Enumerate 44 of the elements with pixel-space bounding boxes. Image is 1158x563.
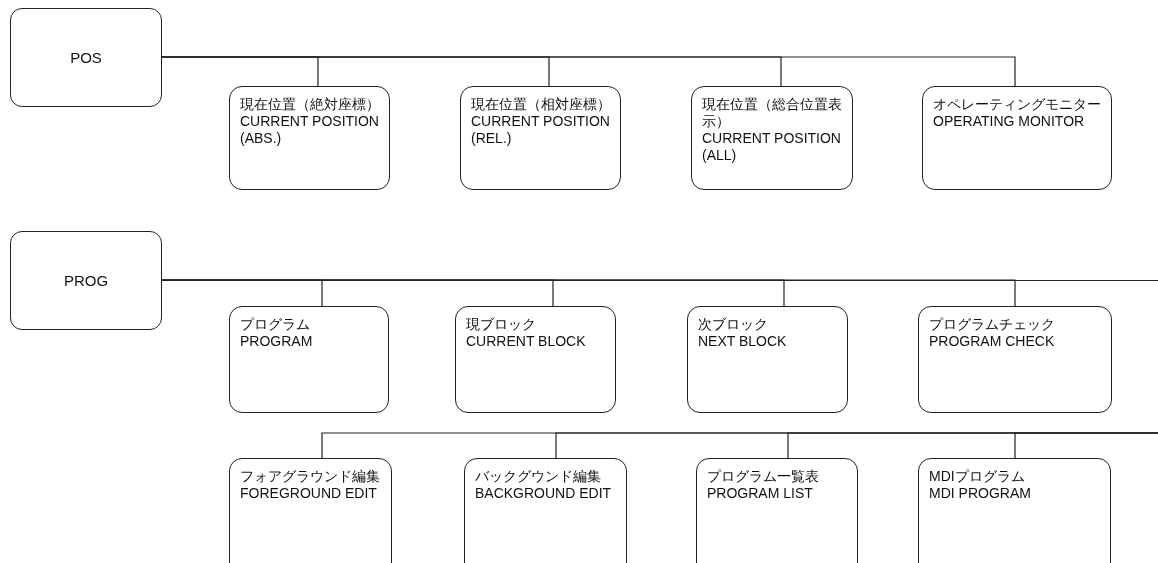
screen-label: BACKGROUND EDIT [475,485,613,502]
screen-label: PROGRAM LIST [707,485,814,502]
screen-label: プログラムチェック [929,316,1056,333]
connector-line [161,56,1016,87]
screen-label: MDI PROGRAM [929,485,1032,502]
screen-label: プログラム [240,316,311,333]
screen-box [229,458,392,563]
function-key-box [10,8,162,107]
screen-label: FOREGROUND EDIT [240,485,378,502]
screen-box [918,458,1111,563]
key-label: PROG [63,272,109,289]
screen-label: 現ブロック [466,316,537,333]
screen-label: 次ブロック [698,316,769,333]
screen-box [464,458,627,563]
screen-label: 現在位置（絶対座標） [240,96,381,113]
screen-box [229,306,389,413]
screen-label: フォアグラウンド編集 [240,468,381,485]
key-label: POS [70,49,102,66]
screen-label: NEXT BLOCK [698,333,788,350]
connector-line [161,279,1016,307]
screen-label: CURRENT POSITION (ABS.) [240,113,380,147]
screen-box [460,86,621,190]
connector-line [161,279,1158,282]
screen-label: PROGRAM CHECK [929,333,1056,350]
screen-label: プログラム一覧表 [707,468,820,485]
screen-label: PROGRAM [240,333,314,350]
screen-box [918,306,1112,413]
screen-label: OPERATING MONITOR [933,113,1086,130]
function-key-box [10,231,162,330]
screen-label: CURRENT BLOCK [466,333,587,350]
screen-label: CURRENT POSITION (ALL) [702,130,842,164]
screen-label: オペレーティングモニター [933,96,1102,113]
screen-label: CURRENT POSITION (REL.) [471,113,611,147]
screen-box [229,86,390,190]
connector-line [1014,432,1158,459]
screen-label: バックグウンド編集 [475,468,602,485]
screen-box [691,86,853,190]
screen-box [696,458,858,563]
screen-label: 現在位置（総合位置表示） [702,96,843,130]
screen-box [455,306,616,413]
screen-label: MDIプログラム [929,468,1026,485]
screen-box [922,86,1112,190]
screen-label: 現在位置（相対座標） [471,96,612,113]
screen-box [687,306,848,413]
